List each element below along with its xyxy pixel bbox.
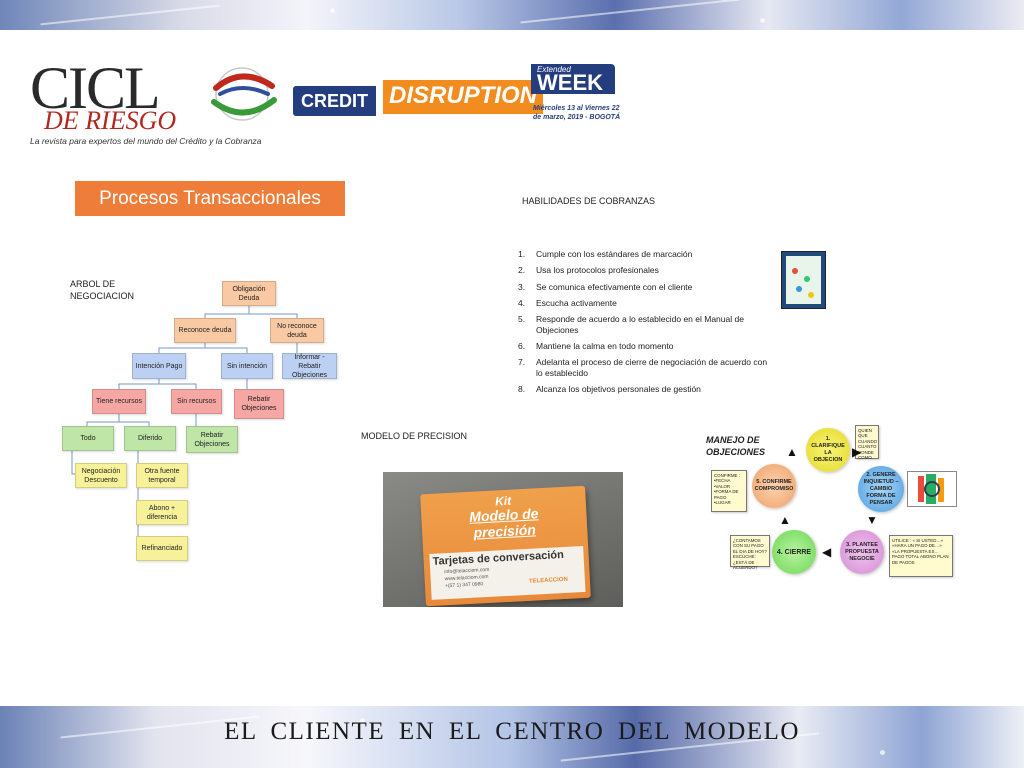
habilidad-text: Escucha activamente (536, 297, 617, 308)
globe-swoosh-icon (211, 67, 277, 121)
arrow-up-icon: ▲ (779, 513, 791, 527)
tree-node-sin-recursos: Sin recursos (171, 389, 222, 414)
kit-brand: TELEACCION (528, 576, 569, 585)
habilidad-number: 8. (518, 384, 526, 395)
habilidad-number: 3. (518, 281, 526, 292)
habilidad-text: Responde de acuerdo a lo establecido en … (536, 314, 744, 335)
tree-node-rebatir-2: Rebatir Objeciones (186, 426, 238, 453)
logo-tagline: La revista para expertos del mundo del C… (30, 136, 262, 146)
note-propuesta: UTILICE : « SI USTED…» «HARA UN PAGO DE…… (889, 535, 953, 577)
week-badge: Extended WEEK (531, 64, 615, 94)
tree-node-no-reconoce: No reconoce deuda (270, 318, 324, 343)
habilidad-number: 7. (518, 357, 526, 368)
ciclo-de-riesgo-logo: CICL DE RIESGO La revista para expertos … (30, 55, 277, 150)
step-confirme: 5. CONFIRME COMPROMISO (752, 464, 796, 508)
week-label: WEEK (537, 70, 603, 95)
arrow-down-icon: ▼ (866, 513, 878, 527)
kit-box: Kit Modelo de precisión Tarjetas de conv… (420, 485, 591, 607)
credit-disruption-week-logo: CREDIT DISRUPTION Extended WEEK Miércole… (293, 64, 620, 124)
mini-chart-image (907, 471, 957, 507)
step-plantee-propuesta: 3. PLANTEE PROPUESTA NEGOCIE (840, 530, 884, 574)
manejo-title-line1: MANEJO DE (706, 435, 760, 445)
tree-node-tiene-recursos: Tiene recursos (92, 389, 146, 414)
section-title: Procesos Transaccionales (75, 181, 345, 216)
arbol-label: ARBOL DE NEGOCIACION (70, 278, 150, 302)
disruption-word: DISRUPTION (383, 80, 544, 114)
habilidades-list: 1. Cumple con los estándares de marcación… (518, 249, 773, 400)
step-clarifique: 1. CLARIFIQUE LA OBJECION (806, 428, 850, 472)
tree-node-refinanciado: Refinanciado (136, 536, 188, 561)
habilidad-text: Usa los protocolos profesionales (536, 265, 659, 276)
arbol-label-line1: ARBOL DE (70, 279, 116, 289)
habilidad-text: Alcanza los objetivos personales de gest… (536, 384, 701, 395)
habilidad-item: 6. Mantiene la calma en todo momento (518, 341, 773, 352)
habilidad-item: 3. Se comunica efectivamente con el clien… (518, 282, 773, 293)
bottom-decorative-band (0, 706, 1024, 768)
tree-node-abono: Abono + diferencia (136, 500, 188, 525)
book-cover-image (781, 251, 826, 309)
kit-contact: info@telacciom.com www.telacciom.com +(5… (444, 567, 490, 590)
habilidad-item: 1. Cumple con los estándares de marcación (518, 249, 773, 260)
tree-node-todo: Todo (62, 426, 114, 451)
event-dates: Miércoles 13 al Viernes 22 de marzo, 201… (533, 104, 623, 122)
kit-photo: Kit Modelo de precisión Tarjetas de conv… (383, 472, 623, 607)
tree-node-intencion: Intención Pago (132, 353, 186, 379)
habilidad-number: 4. (518, 297, 526, 308)
habilidad-text: Mantiene la calma en todo momento (536, 340, 674, 351)
habilidades-title: HABILIDADES DE COBRANZAS (522, 196, 656, 206)
note-confirme: CONFIRME : •FECHA •VALOR •FORMA DE PAGO … (711, 470, 747, 512)
footer-title: EL CLIENTE EN EL CENTRO DEL MODELO (224, 718, 800, 745)
manejo-title: MANEJO DE OBJECIONES (706, 434, 765, 458)
manejo-title-line2: OBJECIONES (706, 447, 766, 457)
note-clarifique: QUIEN QUE CUANDO CUANTO DONDE COMO (855, 425, 879, 460)
tree-node-otra-fuente: Otra fuente temporal (136, 463, 188, 488)
tree-node-sin-intencion: Sin intención (221, 353, 273, 379)
habilidad-text: Cumple con los estándares de marcación (536, 249, 693, 259)
mini-chart-icon (918, 474, 944, 504)
habilidad-item: 2. Usa los protocolos profesionales (518, 265, 773, 276)
habilidad-text: Se comunica efectivamente con el cliente (536, 281, 693, 292)
top-decorative-band (0, 0, 1024, 30)
tree-node-rebatir-1: Rebatir Objeciones (234, 389, 284, 419)
habilidad-number: 5. (518, 314, 526, 325)
habilidad-item: 7. Adelanta el proceso de cierre de negoc… (518, 357, 773, 378)
habilidad-number: 1. (518, 249, 526, 259)
step-cierre: 4. CIERRE (772, 530, 816, 574)
arrow-up-right-icon: ▲ (786, 445, 798, 459)
tree-node-negociacion: Negociación Descuento (75, 463, 127, 488)
kit-label-strip: Tarjetas de conversación info@telacciom.… (429, 545, 586, 600)
habilidad-number: 6. (518, 340, 526, 351)
credit-word: CREDIT (293, 86, 376, 116)
kit-subtitle: Tarjetas de conversación (432, 548, 565, 568)
modelo-title: MODELO DE PRECISION (361, 431, 468, 441)
event-dates-line1: Miércoles 13 al Viernes 22 (533, 105, 620, 112)
tree-node-informar: Informar -Rebatir Objeciones (282, 353, 337, 379)
arrow-right-icon: ▶ (852, 445, 862, 459)
extended-label: Extended (537, 65, 571, 74)
tree-node-diferido: Diferido (124, 426, 176, 451)
event-dates-line2: de marzo, 2019 - BOGOTÁ (533, 114, 621, 121)
note-cierre: ¿CONTAMOS CON SU PAGO EL DIA DE HOY? ESC… (730, 535, 770, 570)
habilidad-number: 2. (518, 265, 526, 276)
tree-node-obligacion: Obligación Deuda (222, 281, 276, 306)
habilidad-item: 8. Alcanza los objetivos personales de ge… (518, 384, 773, 395)
habilidad-item: 4. Escucha activamente (518, 298, 773, 309)
kit-contact-phone: +(57 1) 347 0980 (444, 581, 484, 590)
arrow-left-icon: ◀ (822, 545, 832, 559)
habilidad-text: Adelanta el proceso de cierre de negocia… (536, 357, 768, 378)
arbol-label-line2: NEGOCIACION (70, 291, 135, 301)
logo-subword: DE RIESGO (44, 106, 177, 135)
tree-node-reconoce: Reconoce deuda (174, 318, 236, 343)
step-genere-inquietud: 2. GENERE INQUIETUD – CAMBIO FORMA DE PE… (858, 466, 904, 512)
habilidad-item: 5. Responde de acuerdo a lo establecido e… (518, 314, 773, 335)
logo-word: CICL (30, 55, 161, 121)
